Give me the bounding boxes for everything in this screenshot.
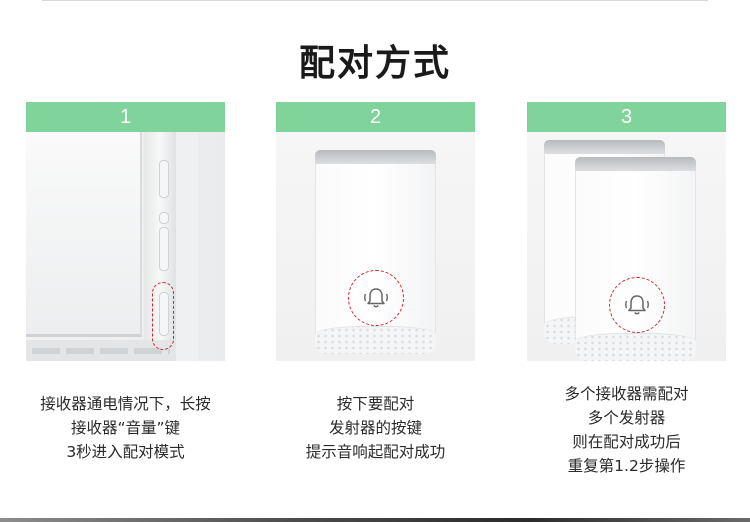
instruction-line: 重复第1.2步操作 bbox=[567, 457, 686, 475]
instruction-line: 提示音响起配对成功 bbox=[305, 443, 446, 461]
side-button-middle bbox=[159, 227, 169, 271]
step-3: 3 多个接收器需配对 多个发射器 则在配对成功后 重复第1.2步操作 bbox=[527, 102, 726, 475]
step-2: 2 按下要配对 发射器的按键 提示音响起配对成功 bbox=[276, 102, 475, 461]
instruction-line: 接收器“音量”键 bbox=[70, 419, 181, 437]
device-top-cap bbox=[544, 140, 665, 154]
transmitter-image bbox=[276, 132, 475, 361]
device-textured-base bbox=[575, 333, 696, 361]
button-highlight bbox=[609, 277, 665, 333]
step-2-instructions: 按下要配对 发射器的按键 提示音响起配对成功 bbox=[256, 392, 495, 464]
device-top-cap bbox=[575, 157, 696, 171]
multiple-transmitters-image bbox=[527, 132, 726, 361]
step-1: 1 接收器通电情况下，长按 接收器“音量”键 3秒进入配对模式 bbox=[26, 102, 225, 461]
instruction-line: 则在配对成功后 bbox=[572, 433, 681, 451]
step-number-badge: 1 bbox=[26, 102, 225, 132]
instruction-line: 接收器通电情况下，长按 bbox=[40, 395, 211, 413]
bell-ringing-icon bbox=[625, 295, 649, 315]
step-3-instructions: 多个接收器需配对 多个发射器 则在配对成功后 重复第1.2步操作 bbox=[507, 382, 746, 478]
bottom-divider-bar bbox=[0, 518, 750, 522]
device-textured-base bbox=[315, 326, 436, 354]
receiver-front-panel bbox=[26, 132, 142, 337]
step-number-badge: 3 bbox=[527, 102, 726, 132]
device-top-cap bbox=[315, 150, 436, 164]
bell-ringing-icon bbox=[364, 288, 388, 308]
instruction-line: 发射器的按键 bbox=[328, 419, 422, 437]
volume-button-highlight bbox=[152, 282, 174, 350]
instruction-line: 多个接收器需配对 bbox=[564, 385, 689, 403]
page-title: 配对方式 bbox=[298, 43, 451, 84]
side-button-top bbox=[159, 160, 169, 198]
instruction-line: 3秒进入配对模式 bbox=[66, 443, 185, 461]
step-1-instructions: 接收器通电情况下，长按 接收器“音量”键 3秒进入配对模式 bbox=[6, 392, 245, 464]
step-number-badge: 2 bbox=[276, 102, 475, 132]
instruction-line: 按下要配对 bbox=[336, 395, 415, 413]
top-divider bbox=[42, 0, 708, 1]
button-highlight bbox=[348, 270, 404, 326]
receiver-side-view-image bbox=[26, 132, 225, 361]
instruction-line: 多个发射器 bbox=[587, 409, 666, 427]
receiver-back bbox=[176, 132, 198, 361]
side-button-small bbox=[159, 212, 169, 224]
receiver-bottom-grille bbox=[26, 340, 176, 361]
